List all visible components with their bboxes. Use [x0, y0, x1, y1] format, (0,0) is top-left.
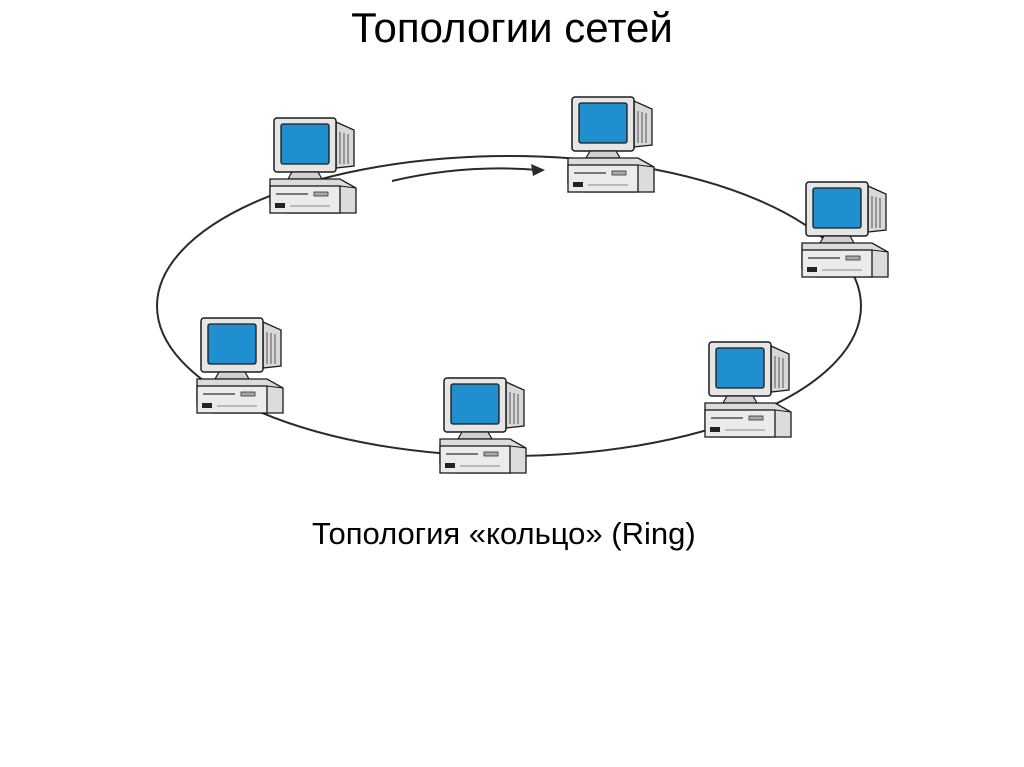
- slide-title: Топологии сетей: [351, 4, 673, 51]
- arrow-right-icon: [391, 164, 545, 182]
- computer-left: [196, 317, 284, 414]
- computer-bottom-center: [439, 377, 527, 474]
- computer-bottom-right: [704, 341, 792, 438]
- computer-top-left: [269, 117, 357, 214]
- computer-right: [801, 181, 889, 278]
- computer-top-right: [567, 96, 655, 193]
- diagram-caption: Топология «кольцо» (Ring): [312, 516, 696, 551]
